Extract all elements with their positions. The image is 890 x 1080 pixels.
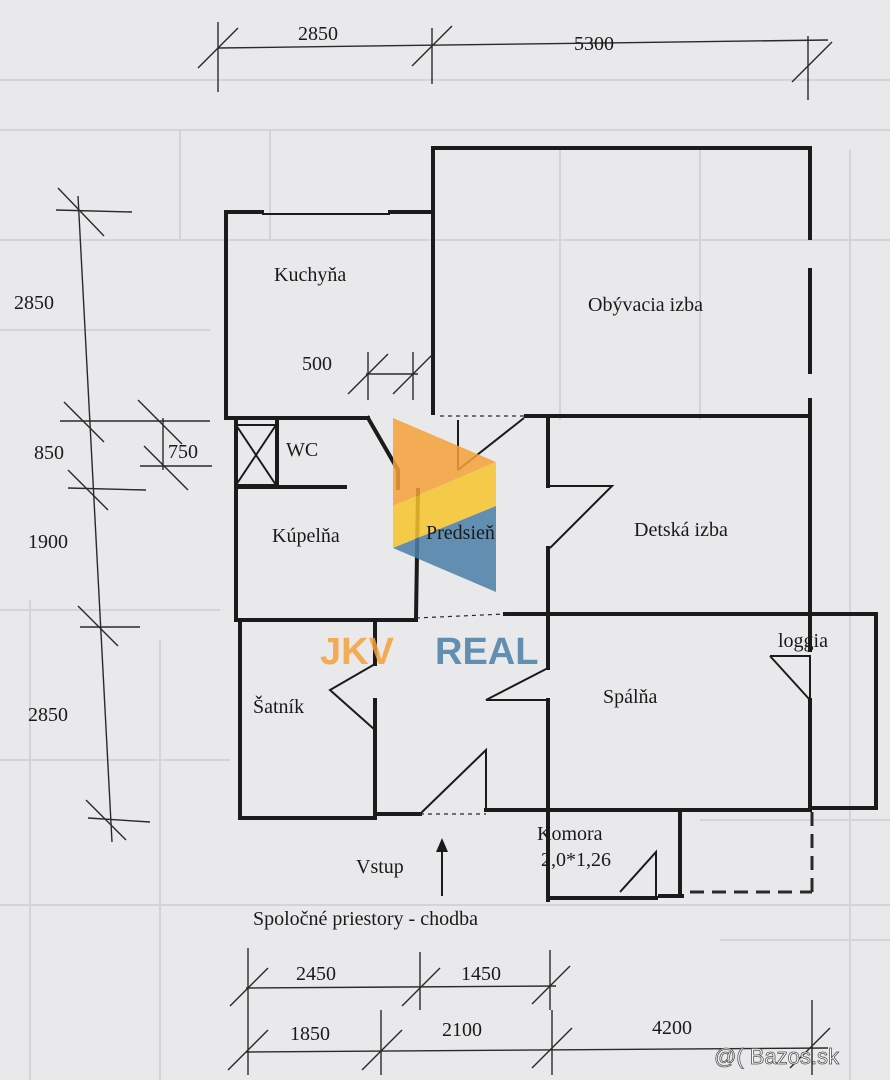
walls — [224, 146, 878, 902]
dim-left-1: 2850 — [14, 292, 54, 314]
room-kupelna-label: Kúpelňa — [272, 525, 340, 547]
room-komora-label: Komora — [537, 823, 603, 845]
room-komora-size-label: 2,0*1,26 — [541, 849, 611, 871]
dim-kitchen-door: 500 — [302, 353, 332, 375]
logo-blue-shape — [393, 506, 496, 592]
dim-left-4: 2850 — [28, 704, 68, 726]
dim-wc-width: 750 — [168, 441, 198, 463]
room-loggia-label: loggia — [778, 630, 828, 652]
room-wc-label: WC — [286, 439, 318, 461]
dim-top-right: 5300 — [574, 33, 614, 55]
bazos-watermark: @( Bazos.sk — [714, 1044, 840, 1069]
background-grid — [0, 79, 890, 1080]
logo-jkv-text: JKV — [320, 631, 395, 673]
jkv-real-logo: JKV REAL — [320, 418, 538, 673]
dim-bottom-b1: 1850 — [290, 1023, 330, 1045]
dim-bottom-a2: 1450 — [461, 963, 501, 985]
doors — [235, 352, 811, 896]
dim-bottom-a1: 2450 — [296, 963, 336, 985]
logo-orange-shape — [393, 418, 496, 506]
room-detska-label: Detská izba — [634, 519, 728, 541]
logo-yellow-shape — [393, 462, 496, 548]
room-predsien-label: Predsieň — [426, 522, 495, 544]
dim-bottom-b2: 2100 — [442, 1019, 482, 1041]
dimension-lines — [55, 22, 833, 1075]
dim-left-3: 1900 — [28, 531, 68, 553]
dim-top-left: 2850 — [298, 23, 338, 45]
room-satnik-label: Šatník — [253, 694, 304, 718]
dimension-labels: 2850 5300 2850 850 1900 2850 500 750 245… — [14, 23, 692, 1045]
room-labels: Kuchyňa Obývacia izba WC Kúpelňa Predsie… — [253, 264, 828, 930]
room-spalna-label: Spálňa — [603, 686, 658, 708]
room-obyvacia-label: Obývacia izba — [588, 294, 703, 316]
entry-label: Vstup — [356, 856, 404, 878]
logo-real-text: REAL — [435, 631, 538, 673]
room-kuchyna-label: Kuchyňa — [274, 264, 346, 286]
common-corridor-label: Spoločné priestory - chodba — [253, 908, 478, 930]
dim-left-2: 850 — [34, 442, 64, 464]
dim-bottom-b3: 4200 — [652, 1017, 692, 1039]
